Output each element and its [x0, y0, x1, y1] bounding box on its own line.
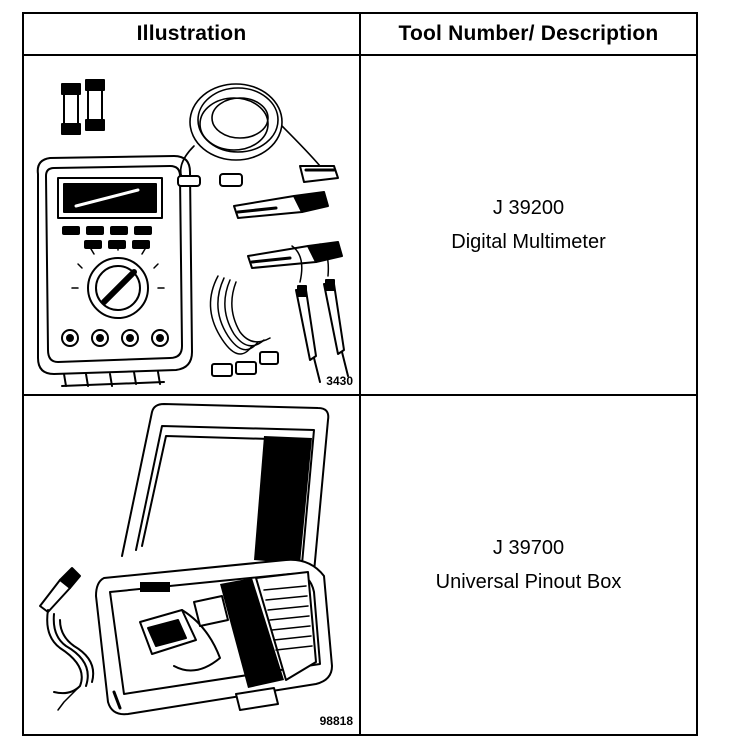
- header-tool-description: Tool Number/ Description: [359, 12, 698, 56]
- header-row: Illustration Tool Number/ Description: [22, 12, 698, 56]
- illustration-cell: 3430: [22, 54, 361, 396]
- table-row: 3430 J 39200 Digital Multimeter: [22, 54, 698, 396]
- tool-number: J 39200: [492, 197, 565, 219]
- table-row: 98818 J 39700 Universal Pinout Box: [22, 394, 698, 736]
- multimeter-icon: [36, 79, 349, 387]
- tool-description: Universal Pinout Box: [435, 571, 622, 593]
- header-illustration: Illustration: [22, 12, 361, 56]
- figure-number: 3430: [326, 374, 353, 388]
- tool-number: J 39700: [492, 537, 565, 559]
- figure-number: 98818: [319, 714, 353, 728]
- tool-description-cell: J 39700 Universal Pinout Box: [359, 394, 698, 736]
- tool-description-cell: J 39200 Digital Multimeter: [359, 54, 698, 396]
- tool-description: Digital Multimeter: [451, 231, 606, 253]
- pinout-box-icon: [39, 403, 333, 716]
- illustration-cell: 98818: [22, 394, 361, 736]
- tool-table: Illustration Tool Number/ Description: [22, 12, 698, 736]
